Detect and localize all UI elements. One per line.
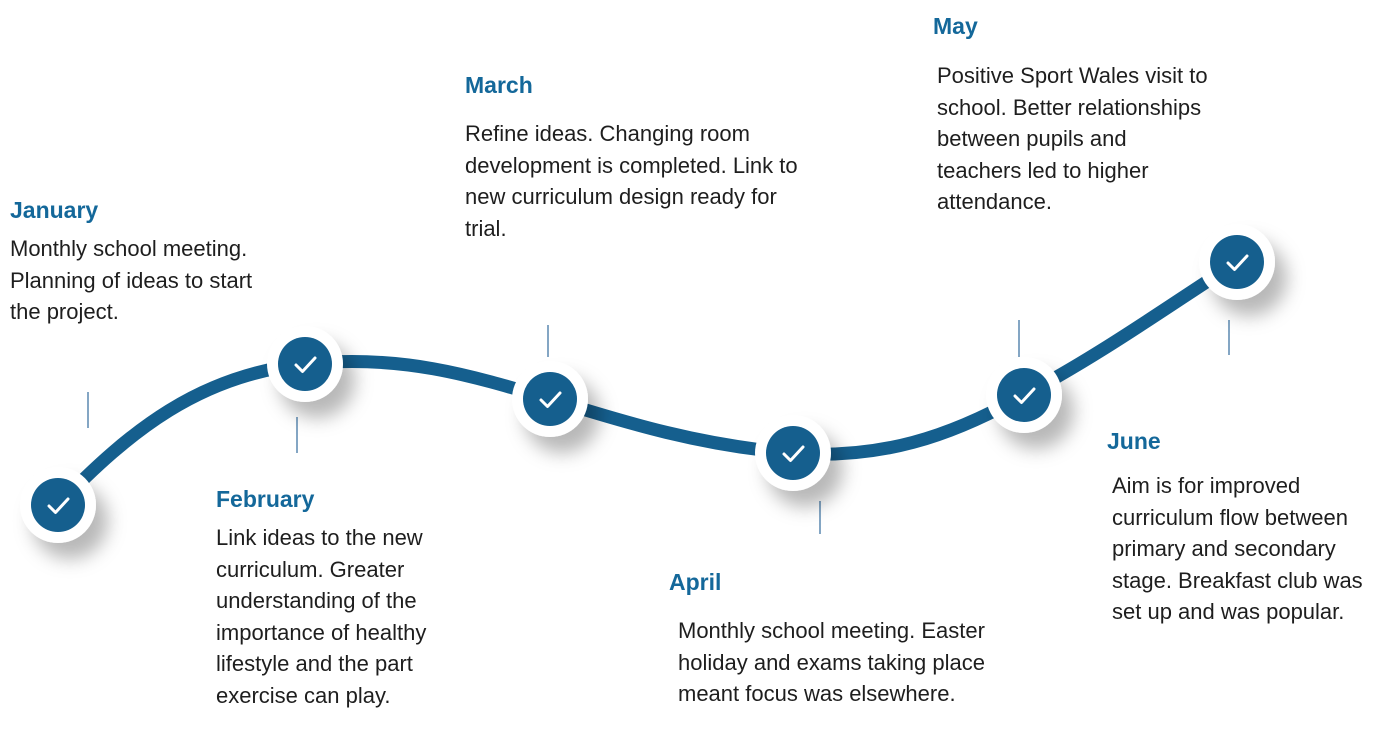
milestone-node-february (267, 326, 343, 402)
node-dot (523, 372, 577, 426)
check-icon (539, 391, 562, 408)
milestone-title-may: May (933, 13, 978, 39)
milestone-node-january (20, 467, 96, 543)
check-icon (294, 356, 317, 373)
milestone-node-may (986, 357, 1062, 433)
check-icon (782, 445, 805, 462)
node-dot (1210, 235, 1264, 289)
check-icon (1013, 387, 1036, 404)
milestone-title-april: April (669, 569, 722, 595)
node-dot (766, 426, 820, 480)
milestone-title-march: March (465, 72, 533, 98)
milestone-text-may: Positive Sport Wales visit to school. Be… (937, 63, 1208, 214)
milestone-text-january: Monthly school meeting. Planning of idea… (10, 236, 253, 324)
milestone-title-june: June (1107, 428, 1161, 454)
node-dot (997, 368, 1051, 422)
milestone-node-march (512, 361, 588, 437)
check-icon (47, 497, 70, 514)
milestone-title-january: January (10, 197, 99, 223)
milestone-text-february: Link ideas to the new curriculum. Greate… (216, 525, 427, 708)
connector-lines (87, 320, 1230, 534)
milestone-text-june: Aim is for improved curriculum flow betw… (1112, 473, 1363, 624)
node-dot (31, 478, 85, 532)
milestone-text-march: Refine ideas. Changing room development … (465, 121, 798, 241)
milestone-title-february: February (216, 486, 315, 512)
milestone-nodes (20, 224, 1275, 543)
node-dot (278, 337, 332, 391)
milestone-node-june (1199, 224, 1275, 300)
check-icon (1226, 254, 1249, 271)
milestone-node-april (755, 415, 831, 491)
milestone-text-april: Monthly school meeting. Easter holiday a… (678, 618, 985, 706)
